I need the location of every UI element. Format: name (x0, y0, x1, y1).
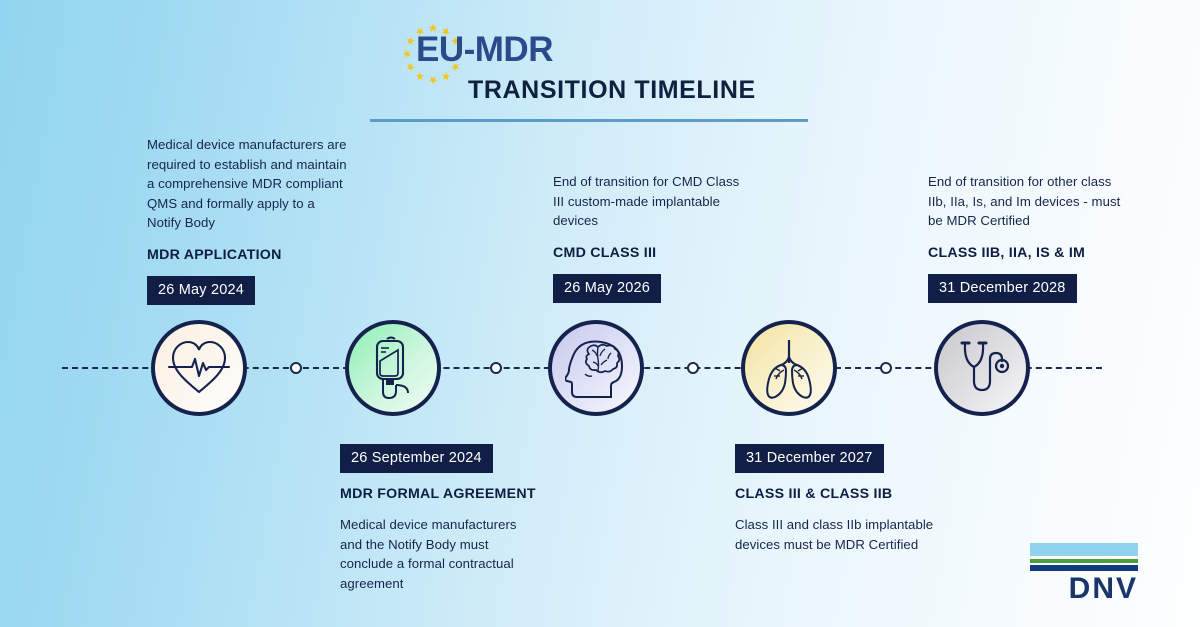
milestone-headline: MDR APPLICATION (147, 246, 282, 263)
milestone-description: Medical device manufacturers are require… (147, 137, 347, 230)
milestone-date-badge: 26 May 2026 (553, 273, 662, 303)
milestone-3: End of transition for CMD Class III cust… (553, 172, 753, 303)
dnv-logo-text: DNV (1068, 572, 1138, 605)
milestone-description: Medical device manufacturers and the Not… (340, 517, 517, 591)
milestone-date-badge: 31 December 2028 (928, 273, 1077, 303)
milestone-headline: CLASS III & CLASS IIB (735, 486, 893, 502)
lungs-icon (766, 340, 812, 399)
milestone-date-badge: 26 September 2024 (340, 444, 493, 473)
milestone-icon-3 (548, 320, 644, 416)
page-title: TRANSITION TIMELINE (468, 76, 756, 104)
stethoscope-icon (960, 341, 1010, 392)
milestone-headline: CMD CLASS III (553, 244, 657, 261)
milestone-icon-2 (345, 320, 441, 416)
dnv-logo-bar-light (1030, 543, 1138, 556)
milestone-headline: CLASS IIB, IIA, IS & IM (928, 244, 1086, 261)
milestone-2: 26 September 2024 MDR FORMAL AGREEMENT M… (340, 444, 540, 593)
milestone-4: 31 December 2027 CLASS III & CLASS IIB C… (735, 444, 935, 554)
milestone-date-badge: 31 December 2027 (735, 444, 884, 473)
milestone-description: Class III and class IIb implantable devi… (735, 517, 934, 552)
milestone-description: End of transition for CMD Class III cust… (553, 174, 740, 228)
eu-stars-icon (402, 23, 464, 85)
timeline-connector-dot (490, 362, 502, 374)
milestone-headline: MDR FORMAL AGREEMENT (340, 486, 536, 502)
milestone-1: Medical device manufacturers are require… (147, 135, 347, 305)
iv-drip-icon (375, 336, 409, 400)
milestone-icon-5 (934, 320, 1030, 416)
dnv-logo-bar-green (1030, 559, 1138, 563)
timeline-connector-dot (880, 362, 892, 374)
timeline-connector-dot (687, 362, 699, 374)
heart-ecg-icon (167, 340, 231, 394)
milestone-icon-1 (151, 320, 247, 416)
header-divider (370, 119, 808, 122)
header: EU-MDR TRANSITION TIMELINE (0, 0, 1200, 130)
milestone-icon-4 (741, 320, 837, 416)
brand-title: EU-MDR (416, 30, 553, 69)
timeline-connector-dot (290, 362, 302, 374)
milestone-date-badge: 26 May 2024 (147, 275, 256, 305)
milestone-description: End of transition for other class IIb, I… (928, 174, 1121, 228)
dnv-logo-bar-dark (1030, 565, 1138, 571)
milestone-5: End of transition for other class IIb, I… (928, 172, 1128, 303)
head-brain-icon (565, 340, 624, 398)
dnv-logo: DNV (1030, 543, 1138, 604)
